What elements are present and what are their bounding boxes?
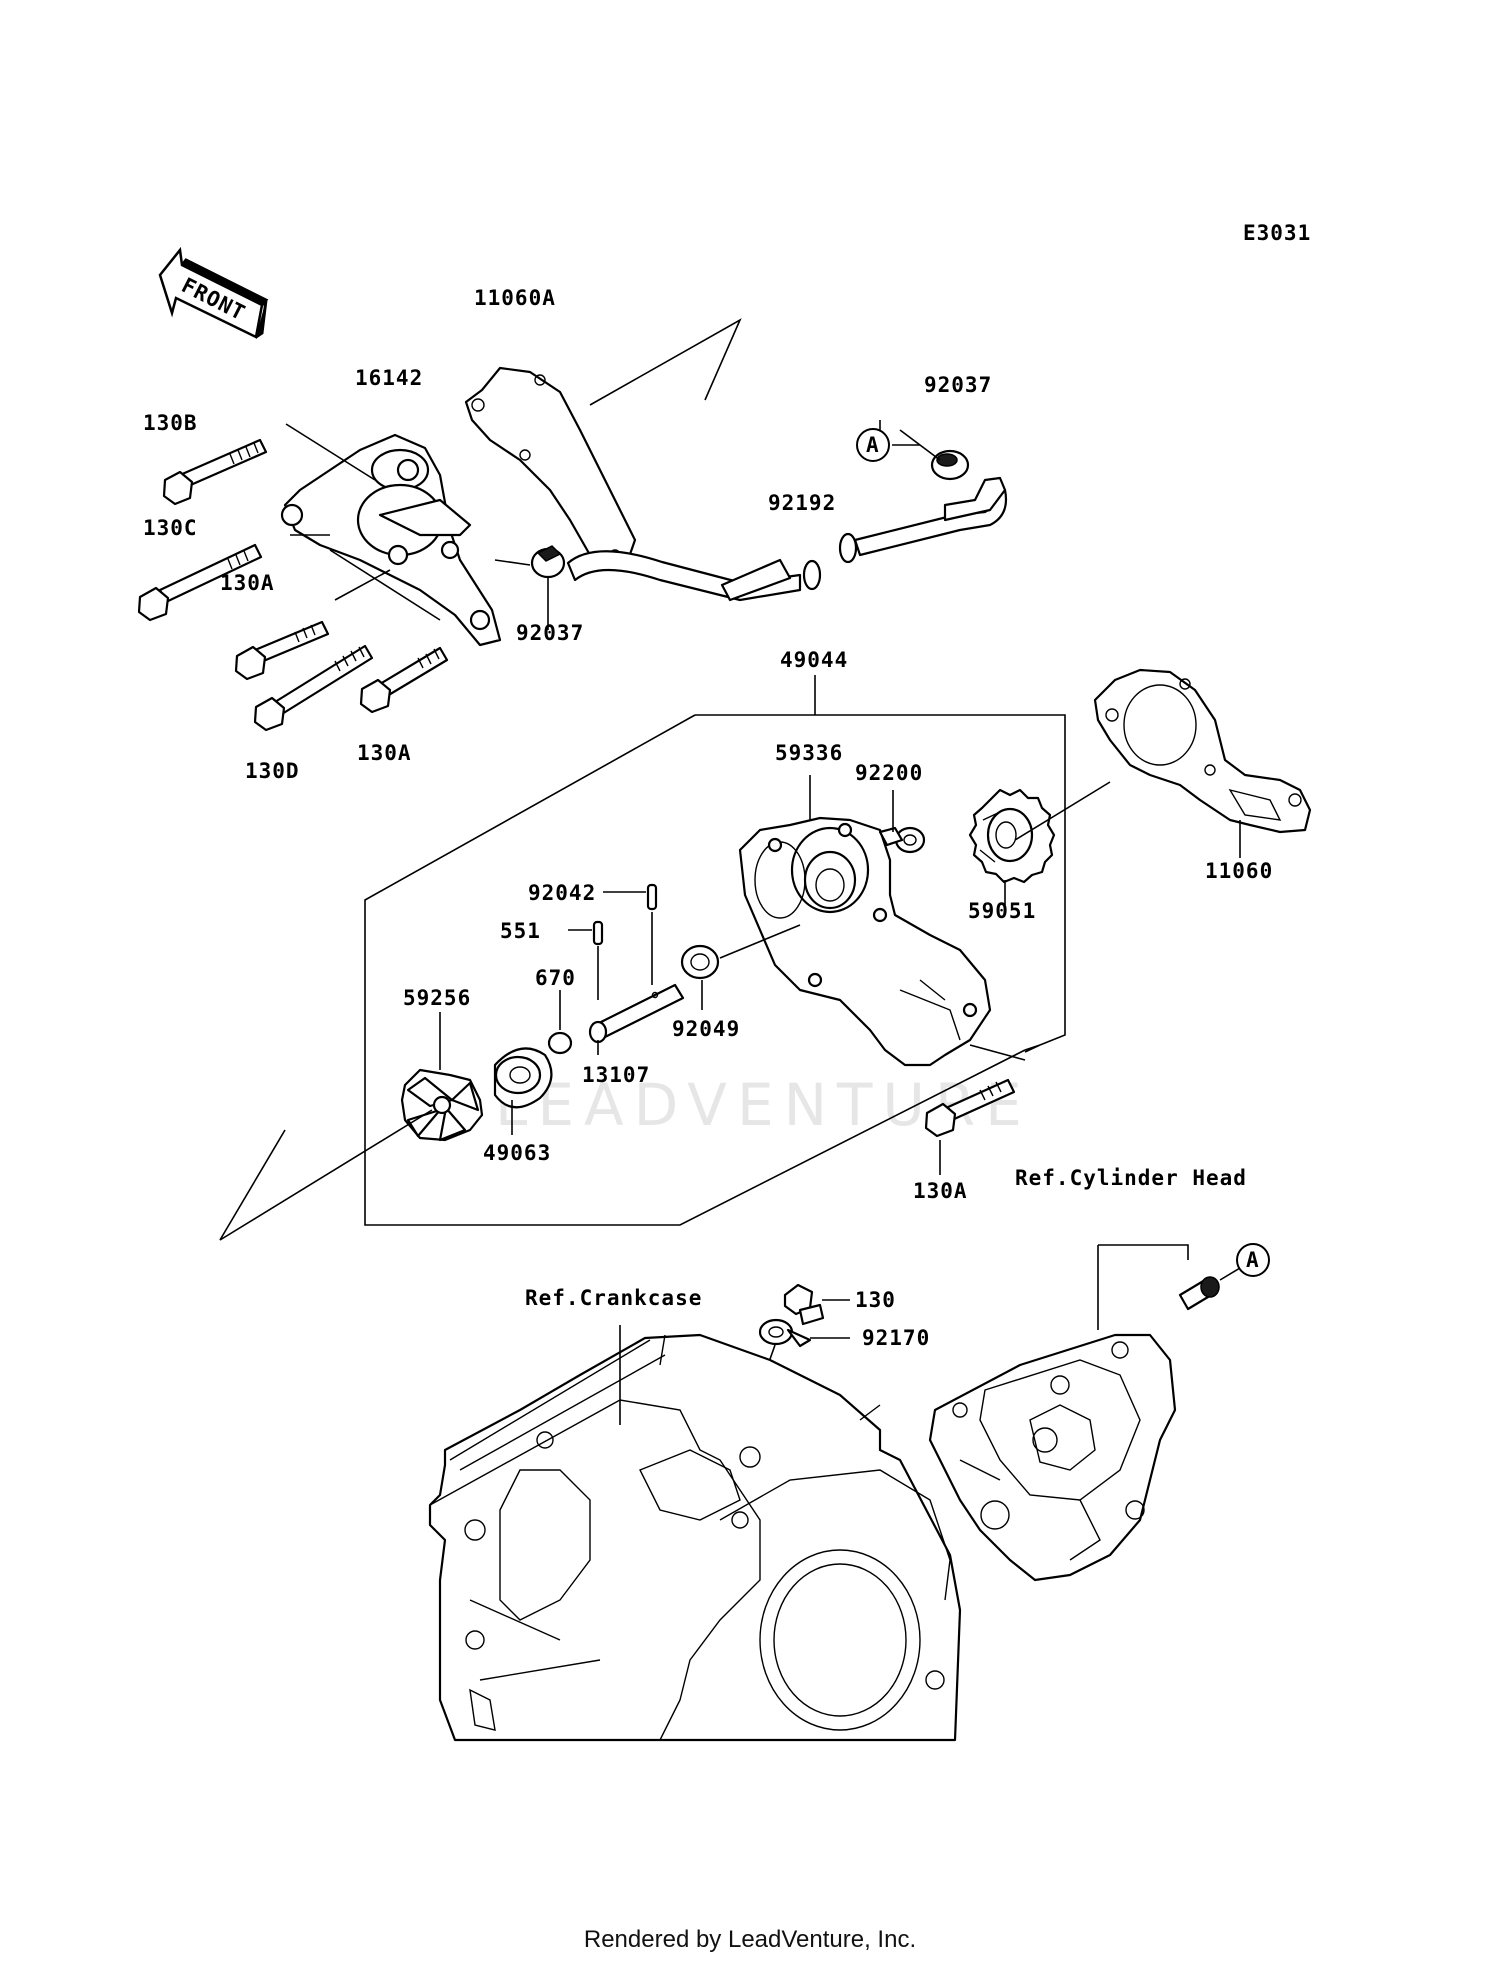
label-92049: 92049 — [672, 1017, 740, 1041]
label-92037-mid: 92037 — [516, 621, 584, 645]
label-92192: 92192 — [768, 491, 836, 515]
clamp-92037-mid — [530, 545, 566, 579]
gasket-11060A — [464, 366, 637, 572]
crankcase-ref — [428, 1333, 962, 1742]
label-130D: 130D — [245, 759, 300, 783]
label-59256: 59256 — [403, 986, 471, 1010]
label-16142: 16142 — [355, 366, 423, 390]
label-130A-3: 130A — [913, 1179, 968, 1203]
seal-92049 — [680, 944, 720, 980]
label-13107: 13107 — [582, 1063, 650, 1087]
cylinder-head-ref — [928, 1333, 1177, 1582]
label-551: 551 — [500, 919, 541, 943]
bolt-130B — [162, 438, 268, 506]
bolt-130D — [253, 644, 374, 732]
gear-59051 — [968, 788, 1056, 884]
label-ref-cylinder-head: Ref.Cylinder Head — [1015, 1166, 1247, 1190]
svg-text:A: A — [866, 433, 880, 457]
connector-mark-top: A — [856, 428, 890, 462]
bolt-130C — [137, 543, 263, 622]
pump-body-59336 — [738, 816, 992, 1067]
label-11060: 11060 — [1205, 859, 1273, 883]
label-49063: 49063 — [483, 1141, 551, 1165]
label-ref-crankcase: Ref.Crankcase — [525, 1286, 702, 1310]
front-arrow-icon: FRONT — [158, 246, 269, 339]
impeller-59256 — [400, 1068, 484, 1142]
shaft-13107 — [588, 983, 685, 1044]
fitting-A-bottom — [1178, 1276, 1220, 1311]
label-130A-2: 130A — [357, 741, 412, 765]
oring-670 — [547, 1031, 573, 1055]
diagram-code: E3031 — [1243, 221, 1311, 245]
bolt-130A-3 — [924, 1078, 1016, 1138]
label-11060A: 11060A — [474, 286, 556, 310]
label-130: 130 — [855, 1288, 896, 1312]
label-92042: 92042 — [528, 881, 596, 905]
washer-92170 — [758, 1318, 812, 1348]
seal-49063 — [493, 1047, 553, 1109]
hose-92192 — [566, 476, 1008, 602]
pin-92042 — [646, 883, 658, 911]
pin-551 — [592, 920, 604, 946]
label-670: 670 — [535, 966, 576, 990]
label-92200: 92200 — [855, 761, 923, 785]
washer-92200 — [878, 826, 926, 854]
label-130B: 130B — [143, 411, 198, 435]
bolt-130A-2 — [359, 646, 449, 714]
footer-credit: Rendered by LeadVenture, Inc. — [583, 1926, 917, 1953]
label-59336: 59336 — [775, 741, 843, 765]
connector-mark-bottom: A — [1236, 1243, 1270, 1277]
clamp-92037-top — [930, 449, 970, 481]
label-59051: 59051 — [968, 899, 1036, 923]
label-130C: 130C — [143, 516, 198, 540]
pump-cover-16142 — [280, 433, 502, 647]
label-92037-top: 92037 — [924, 373, 992, 397]
callout-labels: 11060A 16142 130B 130C 130A 130D 130A 92… — [143, 286, 1273, 1350]
bolt-130A-1 — [234, 620, 330, 681]
label-92170: 92170 — [862, 1326, 930, 1350]
bolt-130 — [783, 1283, 825, 1326]
label-130A-1: 130A — [220, 571, 275, 595]
label-49044: 49044 — [780, 648, 848, 672]
gasket-11060 — [1093, 668, 1312, 834]
svg-text:A: A — [1246, 1248, 1260, 1272]
